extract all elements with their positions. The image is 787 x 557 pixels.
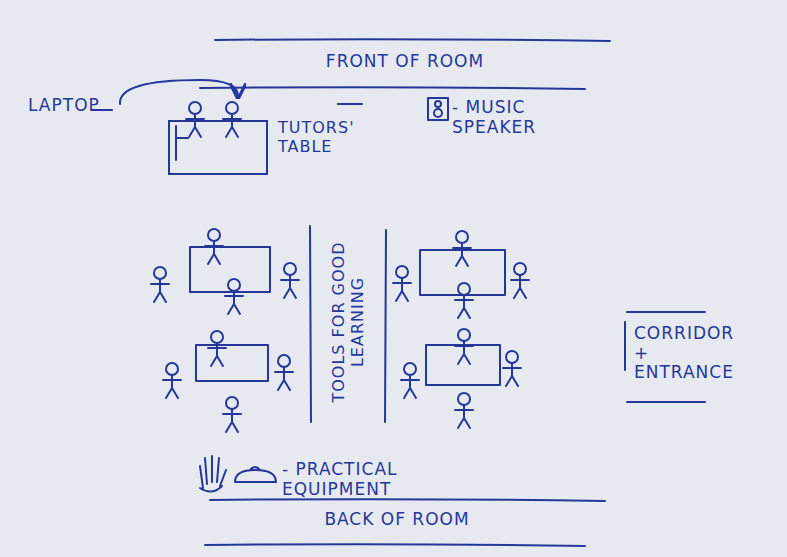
stick-figure [401, 363, 419, 398]
resource-band: TOOLS FOR GOOD LEARNING [310, 222, 386, 422]
room-label: CORRIDOR + ENTRANCE [634, 324, 744, 383]
case-symbol [235, 467, 276, 482]
band-label: TOOLS FOR GOOD LEARNING [329, 237, 367, 407]
group-table [190, 247, 270, 292]
band-line [385, 230, 386, 422]
room-label: - PRACTICAL EQUIPMENT [282, 460, 482, 499]
stick-figure [455, 329, 473, 364]
stick-figure [208, 331, 226, 366]
dash [338, 103, 362, 105]
tutor-table: TUTORS' TABLE [168, 120, 268, 175]
stick-figure [511, 263, 529, 298]
speaker-cone [434, 109, 442, 117]
room-label: - MUSIC SPEAKER [452, 98, 572, 137]
stick-figure [393, 266, 411, 301]
band-line [310, 226, 311, 422]
stick-figure [223, 397, 241, 432]
stick-figure [275, 355, 293, 390]
speaker-cone [435, 101, 441, 107]
group-table [196, 345, 268, 381]
stick-figure [503, 351, 521, 386]
stick-figure [281, 263, 299, 298]
wall-line [200, 87, 585, 89]
stick-figure [453, 231, 471, 266]
stick-figure [455, 283, 473, 318]
hand-symbol [200, 456, 226, 492]
wall-line [215, 39, 610, 41]
laptop-symbol [176, 126, 188, 160]
table-label: TUTORS' TABLE [278, 118, 370, 156]
stick-figure [163, 363, 181, 398]
room-label: LAPTOP [28, 96, 100, 116]
speaker-symbol [428, 98, 448, 120]
stick-figure [205, 229, 223, 264]
room-label: BACK OF ROOM [324, 510, 469, 530]
wall-line [210, 499, 605, 501]
wall-line [205, 544, 585, 546]
stick-figure [151, 267, 169, 302]
stick-figure [225, 279, 243, 314]
room-label: FRONT OF ROOM [326, 52, 484, 72]
laptop-arrow [120, 80, 238, 104]
stick-figure [455, 393, 473, 428]
